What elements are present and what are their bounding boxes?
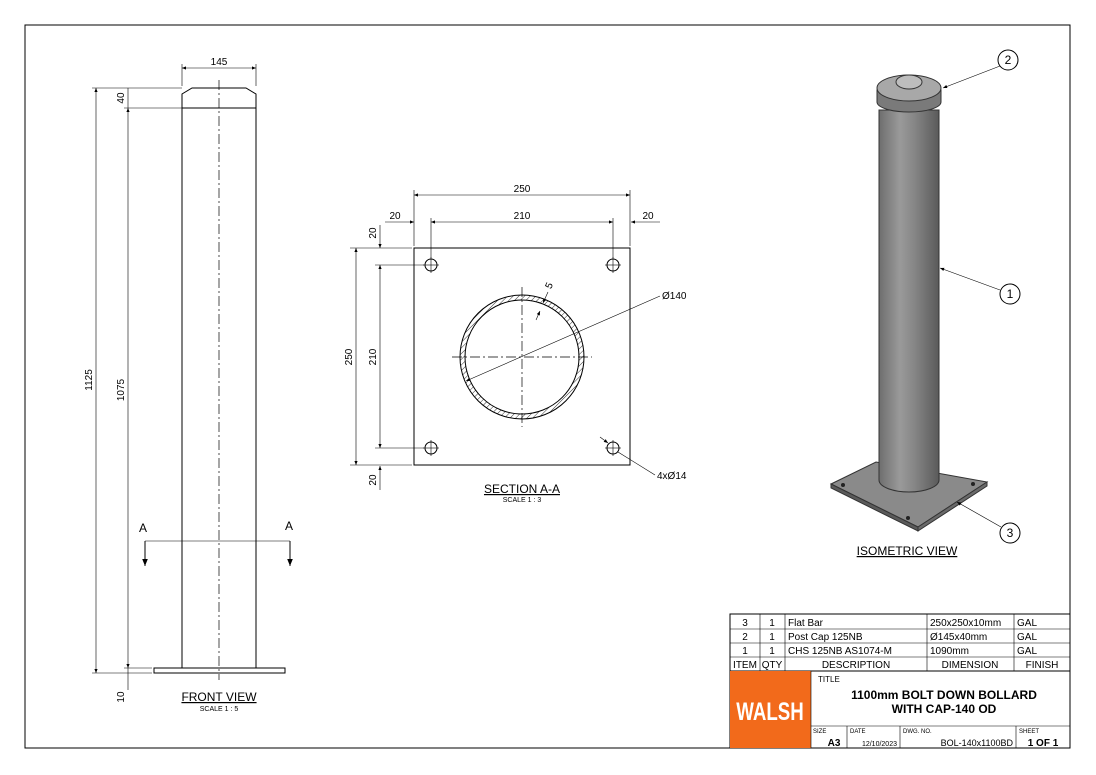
bom-cell: Ø145x40mm	[930, 632, 987, 643]
bom-header-cell: DESCRIPTION	[822, 660, 890, 671]
balloon-3: 3	[999, 522, 1021, 544]
bom-cell: 1	[769, 646, 775, 657]
title-block: 3 1 Flat Bar 250x250x10mm GAL 2 1 Post C…	[729, 613, 1071, 749]
bom-header-cell: QTY	[762, 660, 783, 671]
bom-row: 3 1 Flat Bar 250x250x10mm GAL	[742, 618, 1037, 629]
front-view-scale: SCALE 1 : 5	[200, 706, 239, 713]
balloon-3-text: 3	[1007, 526, 1014, 540]
section-view: 250 210 20 20 250 210 20 20 5 Ø140 4xØ14…	[344, 184, 687, 504]
sheet-size: A3	[828, 738, 841, 749]
bom-cell: 1090mm	[930, 646, 969, 657]
balloon-1: 1	[999, 283, 1021, 305]
bom-cell: 1	[769, 632, 775, 643]
dim-overall: 1125	[84, 369, 95, 391]
bom-cell: Flat Bar	[788, 618, 824, 629]
section-marker-right: A	[285, 519, 293, 533]
bom-cell: GAL	[1017, 618, 1037, 629]
sheet-number: 1 OF 1	[1028, 738, 1059, 749]
bolt-holes	[423, 257, 621, 456]
dim-edge-right: 20	[642, 211, 654, 222]
drawing-date: 12/10/2023	[862, 741, 897, 748]
base-plate	[153, 667, 286, 674]
dim-edge-left: 20	[389, 211, 401, 222]
front-view: 145 1125 1075 40 10 A A FRONT VIEW SCALE…	[84, 57, 293, 713]
size-label: SIZE	[813, 729, 826, 735]
bom-cell: 250x250x10mm	[930, 618, 1001, 629]
bom-header-cell: FINISH	[1026, 660, 1059, 671]
dim-tube: 1075	[116, 378, 127, 401]
bom-cell: Post Cap 125NB	[788, 632, 863, 643]
dwg-label: DWG. NO.	[903, 729, 932, 735]
bom-header-cell: DIMENSION	[942, 660, 999, 671]
drawing-title-line2: WITH CAP-140 OD	[892, 702, 997, 716]
title-label: TITLE	[818, 675, 840, 684]
drawing-number: BOL-140x1100BD	[941, 738, 1014, 748]
dim-cap: 40	[116, 92, 127, 104]
iso-view-label: ISOMETRIC VIEW	[857, 544, 958, 558]
company-logo	[730, 671, 811, 748]
dim-edge-top: 20	[368, 227, 379, 239]
section-view-label: SECTION A-A	[484, 482, 560, 496]
dim-hole-height: 210	[368, 348, 379, 365]
balloon-2-text: 2	[1005, 53, 1012, 67]
dim-width: 145	[211, 57, 228, 68]
bom-header-cell: ITEM	[733, 660, 757, 671]
dim-plate: 10	[116, 691, 127, 703]
bom-row: 2 1 Post Cap 125NB Ø145x40mm GAL	[742, 632, 1037, 643]
sheet-border	[24, 24, 1071, 749]
section-view-scale: SCALE 1 : 3	[503, 497, 542, 504]
dim-plate-width: 250	[514, 184, 531, 195]
iso-tube	[878, 109, 940, 493]
drawing-title-line1: 1100mm BOLT DOWN BOLLARD	[851, 688, 1037, 702]
bom-row: 1 1 CHS 125NB AS1074-M 1090mm GAL	[742, 646, 1037, 657]
isometric-view: 2 1 3 ISOMETRIC VIEW	[829, 49, 1021, 558]
dim-plate-height: 250	[344, 348, 355, 365]
balloon-2: 2	[997, 49, 1019, 71]
dim-hole-width: 210	[514, 211, 531, 222]
dim-diameter: Ø140	[662, 291, 687, 302]
flat-bar-plate	[413, 247, 631, 466]
front-view-label: FRONT VIEW	[181, 690, 257, 704]
dim-holes: 4xØ14	[657, 471, 687, 482]
bom-cell: 2	[742, 632, 748, 643]
bom-header: ITEM QTY DESCRIPTION DIMENSION FINISH	[733, 660, 1058, 671]
bom-cell: GAL	[1017, 632, 1037, 643]
bom-cell: 3	[742, 618, 748, 629]
dim-edge-bottom: 20	[368, 474, 379, 486]
sheet-label: SHEET	[1019, 729, 1039, 735]
bom-cell: GAL	[1017, 646, 1037, 657]
bom-cell: CHS 125NB AS1074-M	[788, 646, 892, 657]
dim-wall: 5	[544, 281, 557, 291]
bom-cell: 1	[742, 646, 748, 657]
balloon-1-text: 1	[1007, 287, 1014, 301]
bom-cell: 1	[769, 618, 775, 629]
section-marker-left: A	[139, 521, 147, 535]
logo-text: WALSH	[736, 697, 803, 725]
date-label: DATE	[850, 729, 866, 735]
